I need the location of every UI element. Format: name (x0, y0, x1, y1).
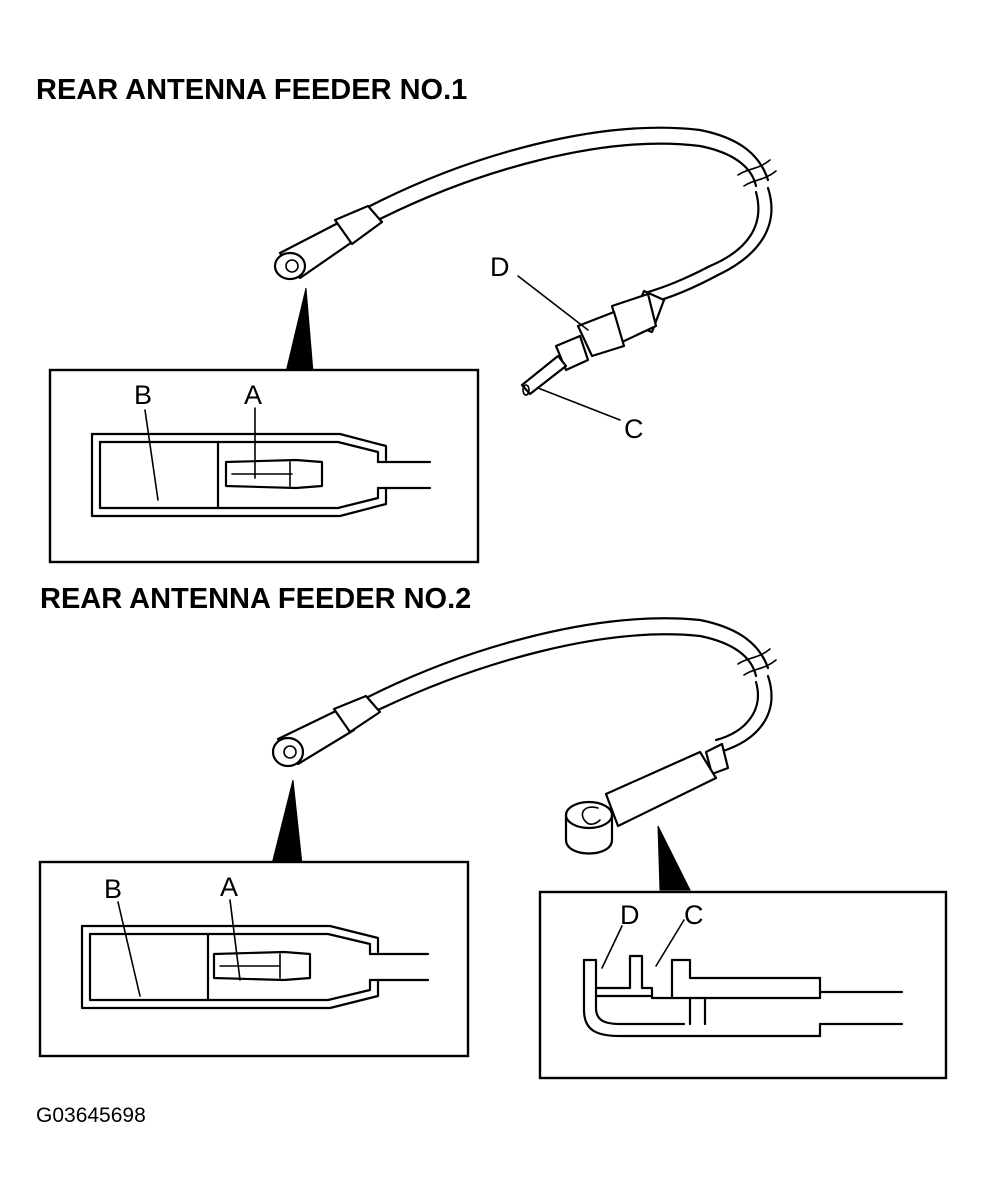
feeder2-pointer-left (271, 779, 303, 865)
feeder1-callout-c: C (624, 414, 644, 444)
feeder1-detail-box (48, 368, 480, 564)
feeder1-female-connector (273, 204, 384, 281)
feeder1-cable (368, 126, 777, 305)
feeder2-female-connector (271, 694, 382, 768)
feeder1-title: REAR ANTENNA FEEDER NO.1 (36, 74, 467, 106)
feeder2-callout-d: D (620, 900, 640, 930)
feeder1-callout-b: B (134, 380, 152, 410)
feeder2-detail-box-right (538, 890, 948, 1080)
feeder2-callout-a: A (220, 872, 238, 902)
feeder1-pointer (285, 287, 314, 373)
feeder1-male-plug (520, 289, 666, 396)
feeder2-callout-c: C (684, 900, 704, 930)
feeder2-pointer-right (657, 825, 691, 891)
feeder1-callout-c-leader (537, 387, 621, 421)
feeder1-callout-d: D (490, 252, 510, 282)
feeder2-right-angle-plug (564, 742, 730, 855)
feeder2-detail-box-left (38, 860, 470, 1058)
feeder2-cable (366, 617, 777, 754)
feeder2-callout-b: B (104, 874, 122, 904)
feeder1-callout-d-leader (517, 275, 589, 331)
feeder1-callout-a: A (244, 380, 262, 410)
figure-id: G03645698 (36, 1104, 146, 1127)
feeder2-title: REAR ANTENNA FEEDER NO.2 (40, 583, 471, 615)
